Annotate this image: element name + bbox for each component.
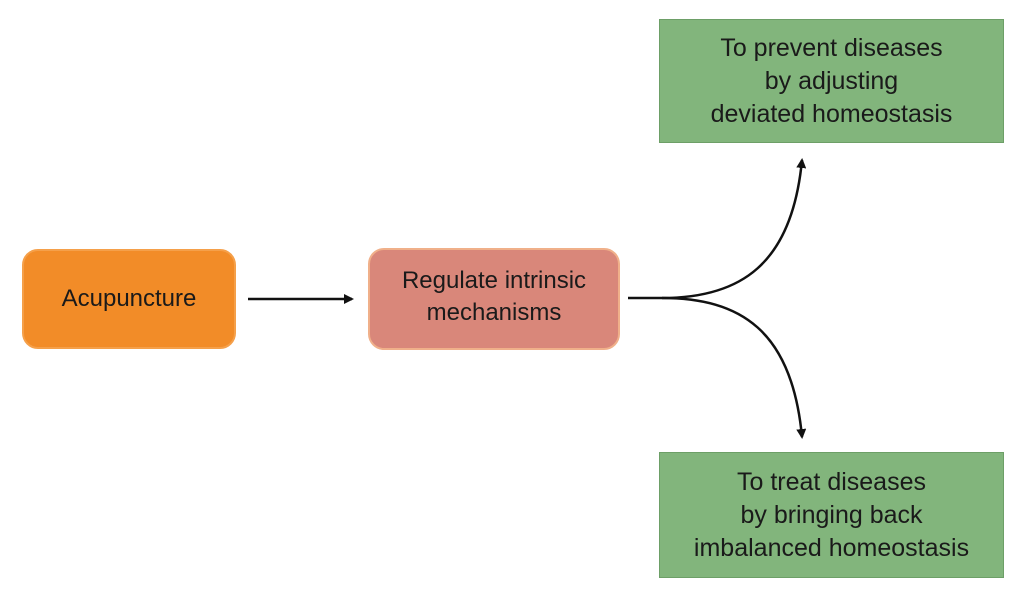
node-regulate-intrinsic-mechanisms: Regulate intrinsic mechanisms <box>368 248 620 350</box>
node-prevent-diseases: To prevent diseases by adjusting deviate… <box>659 19 1004 143</box>
arrow-regulate-to-treat <box>661 296 807 439</box>
node-acupuncture-label: Acupuncture <box>61 285 197 312</box>
node-treat-label: To treat diseases by bringing back imbal… <box>693 467 970 562</box>
node-treat-diseases: To treat diseases by bringing back imbal… <box>659 452 1004 578</box>
arrow-regulate-to-prevent <box>628 158 807 300</box>
node-acupuncture: Acupuncture <box>22 249 236 349</box>
node-prevent-label: To prevent diseases by adjusting deviate… <box>710 33 953 128</box>
node-regulate-label: Regulate intrinsic mechanisms <box>401 267 587 326</box>
